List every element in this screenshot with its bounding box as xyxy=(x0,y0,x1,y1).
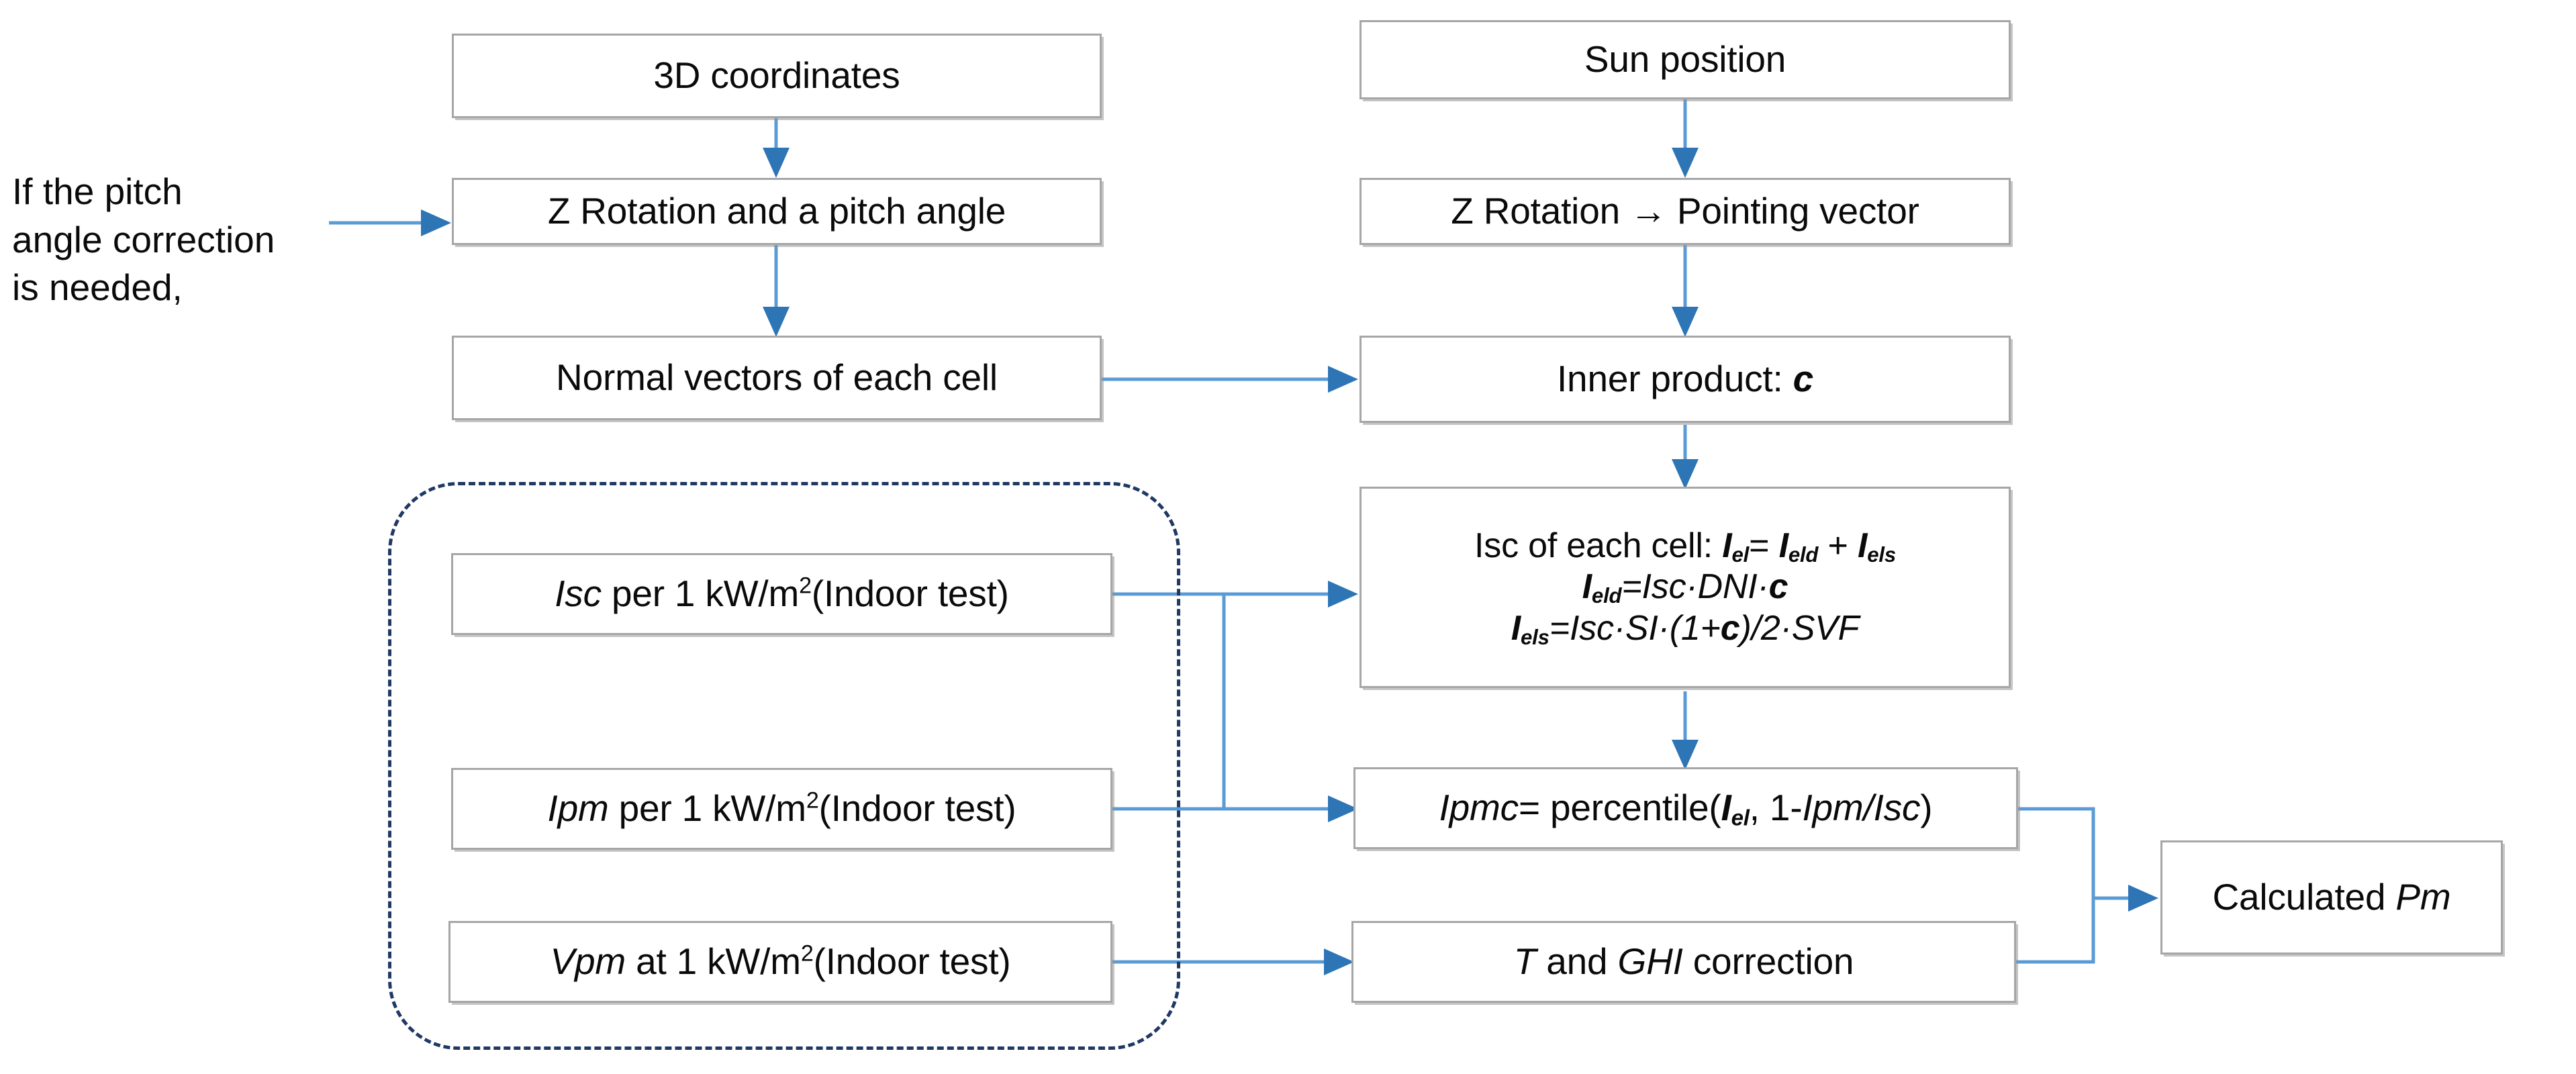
node-ipm-indoor-test-rest: per 1 kW/m xyxy=(608,787,806,830)
isc-line1-lhs-sub: el xyxy=(1731,542,1750,567)
node-ipm-indoor-test-tail: (Indoor test) xyxy=(818,787,1016,830)
tghi-t: T xyxy=(1513,940,1537,983)
node-z-rotation-pitch-angle-label: Z Rotation and a pitch angle xyxy=(547,190,1006,232)
node-isc-indoor-test-rest: per 1 kW/m xyxy=(601,573,800,615)
tghi-ghi: GHI xyxy=(1617,940,1683,983)
ipmc-arg1: I xyxy=(1721,787,1731,829)
ipmc-mid: , 1- xyxy=(1749,787,1803,829)
ipmc-close: ) xyxy=(1920,787,1933,829)
node-normal-vectors-label: Normal vectors of each cell xyxy=(556,356,998,399)
node-vpm-indoor-test[interactable]: Vpm at 1 kW/m2(Indoor test) xyxy=(448,921,1112,1003)
node-ipm-indoor-test-label: Ipm per 1 kW/m2(Indoor test) xyxy=(460,787,1104,830)
node-isc-of-each-cell-line-3: Iels=Isc·SI·(1+c)/2·SVF xyxy=(1368,608,2002,649)
node-vpm-indoor-test-rest: at 1 kW/m xyxy=(626,940,801,983)
connector-ipmc-to-calculated-pm xyxy=(2017,807,2159,912)
node-ipm-indoor-test[interactable]: Ipm per 1 kW/m2(Indoor test) xyxy=(451,768,1112,850)
node-calculated-pm-label: Calculated Pm xyxy=(2169,876,2494,918)
node-vpm-indoor-test-label: Vpm at 1 kW/m2(Indoor test) xyxy=(457,940,1104,983)
isc-line2-c: c xyxy=(1768,567,1788,607)
isc-line2-lhs: I xyxy=(1582,567,1592,607)
node-vpm-indoor-test-symbol: Vpm xyxy=(550,940,626,983)
node-3d-coordinates-label: 3D coordinates xyxy=(653,54,900,97)
isc-line1-prefix: Isc of each cell: xyxy=(1474,526,1723,565)
node-3d-coordinates[interactable]: 3D coordinates xyxy=(452,34,1102,118)
isc-line3-c: c xyxy=(1720,608,1740,648)
node-inner-product[interactable]: Inner product: c xyxy=(1359,336,2011,423)
node-ipmc-percentile-label: Ipmc= percentile(Iel, 1-Ipm/Isc) xyxy=(1362,787,2009,829)
node-isc-indoor-test[interactable]: Isc per 1 kW/m2(Indoor test) xyxy=(451,553,1112,635)
pitch-angle-condition-caption: If the pitch angle correction is needed, xyxy=(12,170,275,308)
tghi-tail: correction xyxy=(1682,940,1854,983)
isc-line3-lhs: I xyxy=(1511,608,1521,648)
node-sun-position[interactable]: Sun position xyxy=(1359,20,2011,99)
node-isc-indoor-test-label: Isc per 1 kW/m2(Indoor test) xyxy=(460,573,1104,615)
isc-line1-t1: I xyxy=(1778,526,1788,565)
isc-line1-t2-sub: els xyxy=(1867,542,1896,567)
node-isc-indoor-test-symbol: Isc xyxy=(555,573,602,615)
node-z-rotation-pitch-angle[interactable]: Z Rotation and a pitch angle xyxy=(452,178,1102,245)
node-ipm-indoor-test-symbol: Ipm xyxy=(547,787,609,830)
node-calculated-pm[interactable]: Calculated Pm xyxy=(2160,840,2503,955)
isc-line3-rhs-a: =Isc·SI·(1+ xyxy=(1549,608,1721,648)
ipmc-eq: = percentile( xyxy=(1518,787,1721,829)
connector-correction-to-calculated-pm xyxy=(2016,898,2095,964)
node-isc-indoor-test-tail: (Indoor test) xyxy=(811,573,1009,615)
node-inner-product-symbol: c xyxy=(1793,358,1814,400)
node-isc-of-each-cell[interactable]: Isc of each cell: Iel= Ield + Iels Ield=… xyxy=(1359,487,2011,688)
node-z-rotation-pointing-vector[interactable]: Z Rotation → Pointing vector xyxy=(1359,178,2011,245)
node-t-and-ghi-correction[interactable]: T and GHI correction xyxy=(1351,921,2016,1003)
node-isc-indoor-test-sup: 2 xyxy=(799,573,812,599)
node-ipmc-percentile[interactable]: Ipmc= percentile(Iel, 1-Ipm/Isc) xyxy=(1353,767,2018,849)
node-sun-position-label: Sun position xyxy=(1584,38,1786,81)
node-ipm-indoor-test-sup: 2 xyxy=(806,787,819,814)
node-vpm-indoor-test-tail: (Indoor test) xyxy=(813,940,1011,983)
isc-line3-rhs-b: )/2·SVF xyxy=(1739,608,1860,648)
isc-line1-lhs: I xyxy=(1722,526,1732,565)
tghi-mid: and xyxy=(1536,940,1618,983)
node-vpm-indoor-test-sup: 2 xyxy=(800,940,814,967)
ipmc-arg2: Ipm/Isc xyxy=(1802,787,1921,829)
node-t-and-ghi-correction-label: T and GHI correction xyxy=(1360,940,2007,983)
node-inner-product-prefix: Inner product: xyxy=(1556,358,1793,400)
node-normal-vectors[interactable]: Normal vectors of each cell xyxy=(452,336,1102,420)
node-isc-of-each-cell-line-1: Isc of each cell: Iel= Ield + Iels xyxy=(1368,526,2002,567)
isc-line2-lhs-sub: eld xyxy=(1591,584,1622,608)
calcpm-prefix: Calculated xyxy=(2212,876,2396,918)
isc-line1-plus: + xyxy=(1818,526,1858,565)
node-isc-of-each-cell-line-2: Ield=Isc·DNI·c xyxy=(1368,567,2002,607)
calcpm-symbol: Pm xyxy=(2395,876,2451,918)
isc-line1-t2: I xyxy=(1857,526,1868,565)
isc-line1-eq: = xyxy=(1749,526,1779,565)
ipmc-arg1-sub: el xyxy=(1731,805,1750,830)
node-z-rotation-pointing-vector-label: Z Rotation → Pointing vector xyxy=(1451,190,1919,232)
isc-line1-t1-sub: eld xyxy=(1788,542,1819,567)
node-inner-product-label: Inner product: c xyxy=(1368,358,2002,400)
isc-line3-lhs-sub: els xyxy=(1521,625,1549,649)
isc-line2-rhs: =Isc·DNI· xyxy=(1621,567,1769,607)
ipmc-lhs: Ipmc xyxy=(1439,787,1519,829)
